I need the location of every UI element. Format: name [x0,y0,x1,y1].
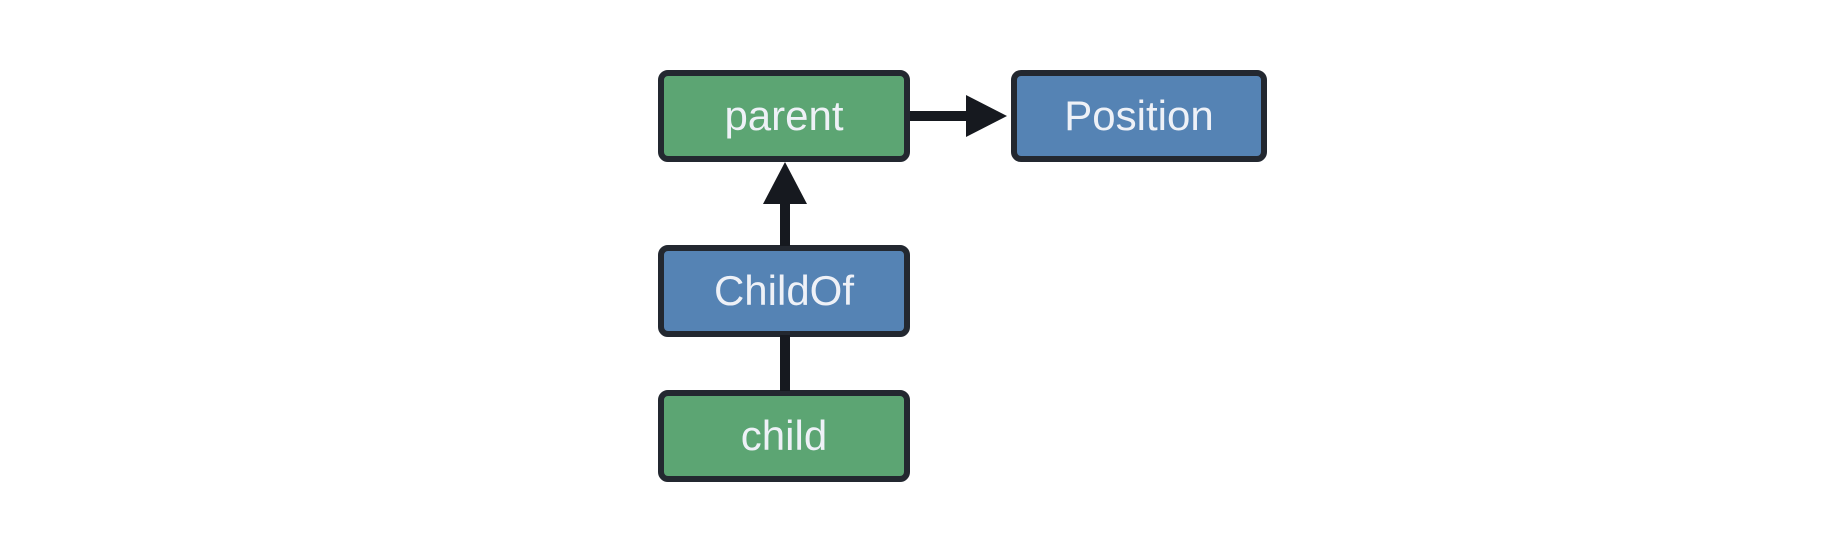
node-child-label: child [740,412,828,459]
node-childof-label: ChildOf [713,267,855,314]
node-parent: parent [658,70,910,162]
arrowhead-up-icon [763,162,807,204]
edge-child-childof-line [780,335,790,391]
node-childof: ChildOf [658,245,910,337]
node-child: child [658,390,910,482]
edge-childof-parent-shaft [780,198,790,246]
edge-parent-position-shaft [910,111,972,121]
arrowhead-right-icon [966,95,1007,137]
node-position-label: Position [1064,92,1214,139]
node-position: Position [1011,70,1267,162]
node-parent-label: parent [724,92,844,139]
